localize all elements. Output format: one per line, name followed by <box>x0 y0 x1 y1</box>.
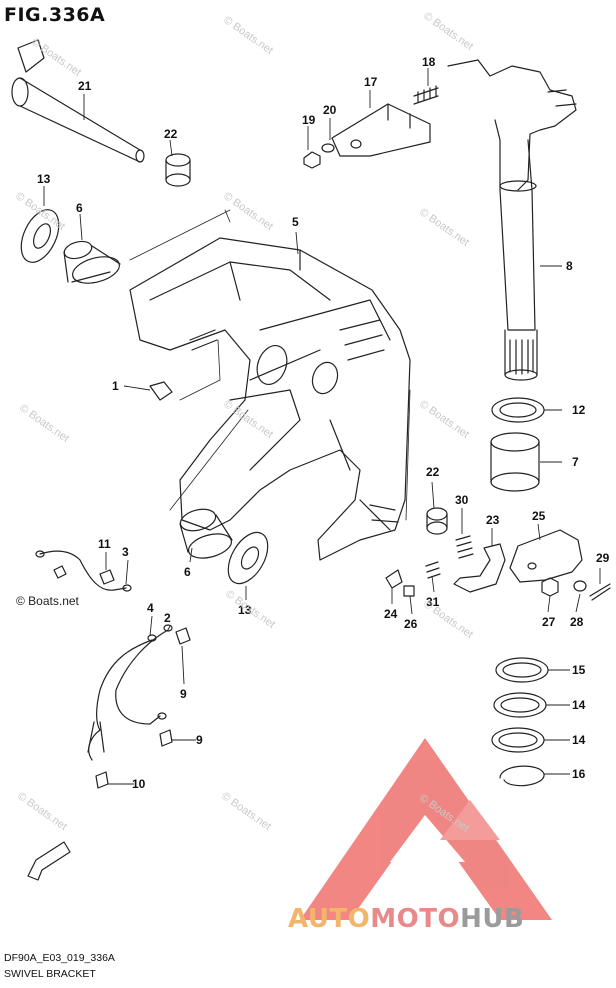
callout-6b: 6 <box>184 565 191 579</box>
part-14-washer-a <box>493 692 547 718</box>
part-23-lever <box>453 543 506 593</box>
callout-21: 21 <box>78 79 92 93</box>
automotohub-logo-mark <box>300 738 552 920</box>
callout-22b: 22 <box>426 465 440 479</box>
part-15-washer <box>495 657 549 683</box>
callout-8: 8 <box>566 259 573 273</box>
callout-14a: 14 <box>572 698 586 712</box>
watermark: © Boats.net <box>16 594 79 608</box>
automotohub-logo: AUTOMOTOHUB <box>288 904 525 934</box>
callout-2: 2 <box>164 611 171 625</box>
callout-30: 30 <box>455 493 469 507</box>
callout-25: 25 <box>532 509 546 523</box>
part-27-nut <box>541 577 559 597</box>
part-8-steering-shaft <box>447 59 577 381</box>
ground-wire-lower <box>87 624 191 789</box>
part-30-spring <box>455 535 474 559</box>
callout-23: 23 <box>486 513 500 527</box>
callout-27: 27 <box>542 615 556 629</box>
fwd-arrow-icon <box>27 841 71 881</box>
part-13-washer-upper <box>20 209 60 263</box>
part-13-washer-lower <box>227 531 269 585</box>
part-31-spring <box>425 561 441 579</box>
callout-28: 28 <box>570 615 584 629</box>
figure-code: DF90A_E03_019_336A <box>4 952 115 964</box>
part-26-bolt <box>403 585 415 597</box>
part-7-bushing <box>490 432 540 492</box>
callout-14b: 14 <box>572 733 586 747</box>
part-20-washer <box>321 143 335 153</box>
callout-18: 18 <box>422 55 436 69</box>
part-21-pivot-pin <box>11 39 145 163</box>
callout-6a: 6 <box>76 201 83 215</box>
part-6-bushing-lower <box>179 508 233 559</box>
part-28-washer <box>573 580 587 592</box>
callout-13a: 13 <box>37 172 51 186</box>
part-17-bracket <box>331 103 431 157</box>
callout-4: 4 <box>147 601 154 615</box>
callout-22a: 22 <box>164 127 178 141</box>
callout-9a: 9 <box>180 687 187 701</box>
part-14-washer-b <box>491 727 545 753</box>
callout-10: 10 <box>132 777 146 791</box>
part-19-nut <box>303 151 321 169</box>
callout-5: 5 <box>292 215 299 229</box>
callout-29: 29 <box>596 551 610 565</box>
callout-19: 19 <box>302 113 316 127</box>
part-18-bolt <box>413 85 439 105</box>
part-16-snap-ring <box>499 765 545 787</box>
callout-12: 12 <box>572 403 586 417</box>
part-6-bushing-upper <box>63 240 121 284</box>
callout-3: 3 <box>122 545 129 559</box>
callout-26: 26 <box>404 617 418 631</box>
callout-1: 1 <box>112 379 119 393</box>
callout-24: 24 <box>384 607 398 621</box>
callout-17: 17 <box>364 75 378 89</box>
figure-title: FIG.336A <box>4 4 106 26</box>
part-24-clip <box>385 569 403 589</box>
callout-16: 16 <box>572 767 586 781</box>
callout-20: 20 <box>323 103 337 117</box>
part-12-washer <box>491 397 545 423</box>
part-1-grease-nipple <box>149 381 173 401</box>
callout-9b: 9 <box>196 733 203 747</box>
figure-name: SWIVEL BRACKET <box>4 968 96 980</box>
ground-wire-upper <box>35 550 132 592</box>
part-29-cotter-pin <box>589 583 611 601</box>
part-22-bushing-lower <box>426 507 448 535</box>
callout-31: 31 <box>426 595 440 609</box>
part-5-swivel-bracket <box>129 237 411 561</box>
callout-7: 7 <box>572 455 579 469</box>
part-25-tilt-lock-lever <box>509 529 583 583</box>
part-22-bushing-upper <box>165 153 191 187</box>
callout-11a: 11 <box>98 537 111 551</box>
callout-15: 15 <box>572 663 586 677</box>
callout-13b: 13 <box>238 603 252 617</box>
